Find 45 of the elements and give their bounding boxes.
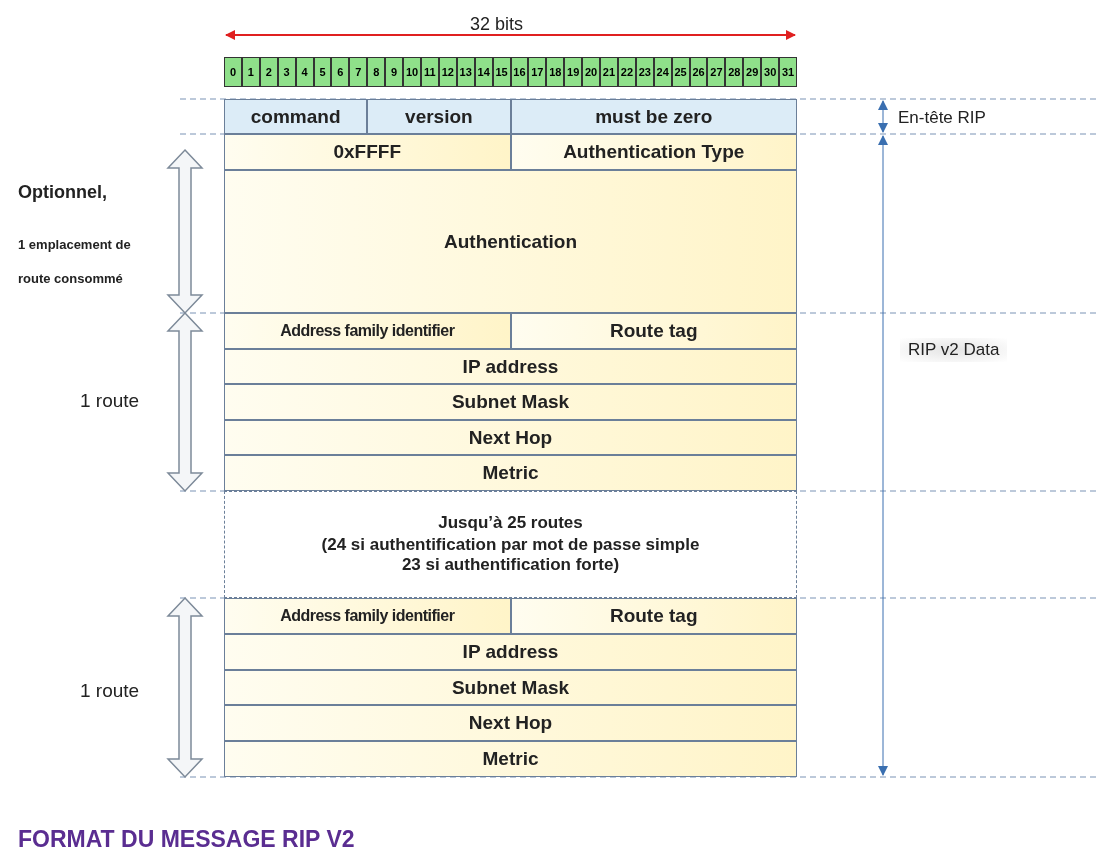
field-cell: Metric: [224, 741, 797, 777]
bit-number: 7: [349, 57, 368, 87]
bit-number: 0: [224, 57, 242, 87]
section-label: En-tête RIP: [898, 108, 986, 128]
span-label: 1 route: [80, 390, 140, 412]
bit-number: 28: [725, 57, 744, 87]
caption: FORMAT DU MESSAGE RIP V2: [18, 826, 355, 853]
field-cell: Route tag: [510, 598, 797, 634]
section-label: RIP v2 Data: [900, 338, 1008, 362]
span-label: 1 route: [80, 680, 140, 702]
side-label: Optionnel,: [18, 182, 107, 203]
bit-number: 17: [528, 57, 547, 87]
bit-number: 18: [546, 57, 565, 87]
field-cell: must be zero: [510, 99, 797, 134]
bit-number: 31: [779, 57, 797, 87]
field-cell: 0xFFFF: [224, 134, 511, 170]
note-heading: Jusqu’à 25 routes: [438, 512, 583, 533]
measure-label: 32 bits: [470, 14, 524, 35]
note-area: [224, 491, 797, 598]
field-cell: IP address: [224, 634, 797, 670]
field-cell: Metric: [224, 455, 797, 491]
field-cell: Subnet Mask: [224, 384, 797, 420]
side-note: 1 emplacement de route consommé: [18, 236, 132, 288]
bit-number: 8: [367, 57, 386, 87]
field-cell: command: [224, 99, 368, 134]
field-cell: Next Hop: [224, 705, 797, 741]
bit-number: 6: [331, 57, 350, 87]
note-text: (24 si authentification par mot de passe simple 23 si authentification forte): [320, 534, 701, 575]
bit-number: 10: [403, 57, 421, 87]
field-cell: Authentication Type: [510, 134, 797, 170]
bit-number: 29: [743, 57, 762, 87]
bit-number: 27: [707, 57, 726, 87]
bit-number: 20: [582, 57, 601, 87]
field-cell: Subnet Mask: [224, 670, 797, 705]
field-cell: Authentication: [224, 170, 797, 313]
field-cell: Next Hop: [224, 420, 797, 455]
field-cell: Address family identifier: [224, 598, 511, 634]
field-cell: Route tag: [510, 313, 797, 349]
bit-number: 9: [385, 57, 404, 87]
field-cell: IP address: [224, 349, 797, 384]
bit-number: 21: [600, 57, 618, 87]
bit-number: 30: [761, 57, 780, 87]
bit-number: 19: [564, 57, 583, 87]
field-cell: Address family identifier: [224, 313, 511, 349]
field-cell: version: [367, 99, 511, 134]
